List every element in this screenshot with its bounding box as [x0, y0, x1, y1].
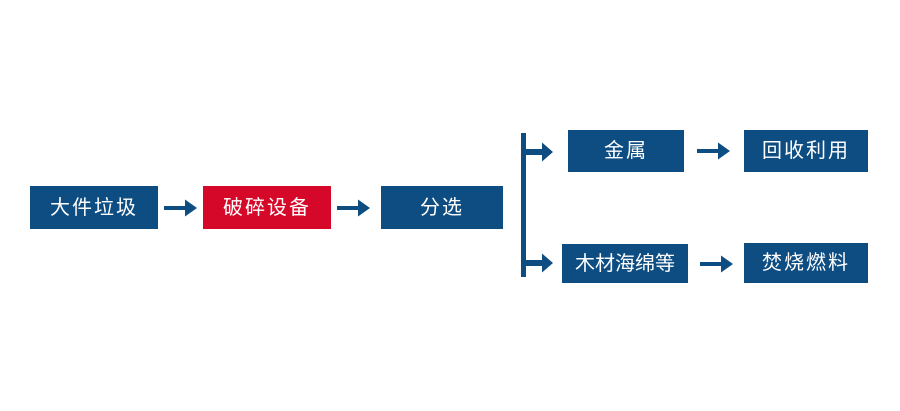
branch-arrow-icon-upper	[524, 140, 554, 164]
node-incineration-fuel[interactable]: 焚烧燃料	[744, 243, 868, 283]
node-wood-sponge-etc[interactable]: 木材海绵等	[562, 244, 688, 283]
branch-bus-line	[521, 133, 526, 277]
arrow-right-icon-4	[700, 252, 734, 276]
node-crushing-equipment[interactable]: 破碎设备	[203, 186, 331, 229]
arrow-right-icon-3	[697, 139, 731, 163]
node-bulky-waste[interactable]: 大件垃圾	[30, 186, 158, 229]
arrow-right-icon-1	[164, 196, 198, 220]
node-recycling-reuse[interactable]: 回收利用	[744, 130, 868, 172]
branch-arrow-icon-lower	[524, 251, 554, 275]
arrow-right-icon-2	[337, 196, 371, 220]
node-metal[interactable]: 金属	[568, 130, 684, 172]
node-sorting[interactable]: 分选	[381, 186, 503, 229]
